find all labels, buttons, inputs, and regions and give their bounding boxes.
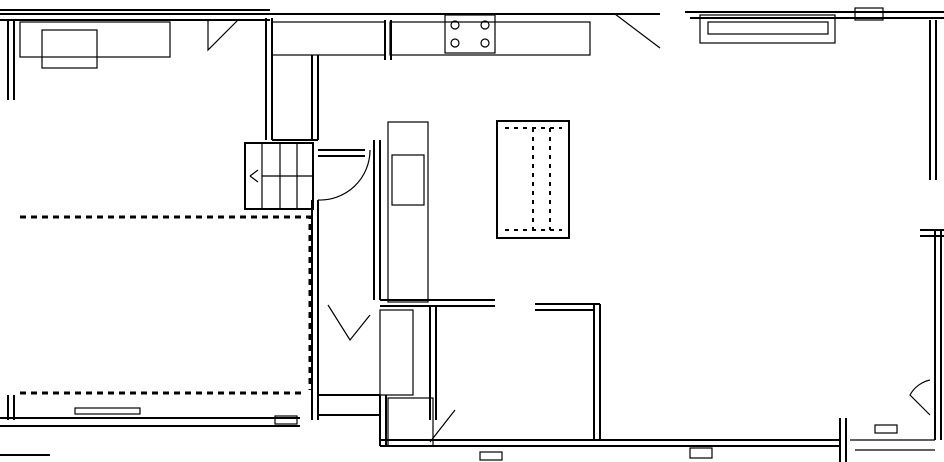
stairs xyxy=(244,142,314,210)
kitchen-island xyxy=(496,120,570,239)
fixtures xyxy=(19,7,935,461)
garage-outline xyxy=(20,215,312,395)
doors xyxy=(207,13,931,443)
exterior-walls xyxy=(0,9,944,462)
interior-walls xyxy=(265,18,944,446)
kitchen-counters xyxy=(271,14,591,447)
